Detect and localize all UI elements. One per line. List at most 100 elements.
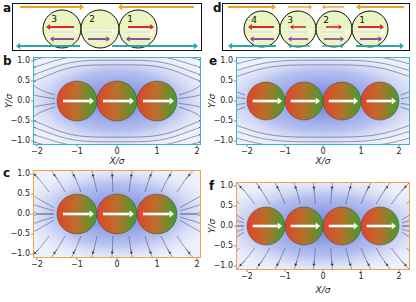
swim-arrow	[367, 223, 396, 230]
swim-arrow	[329, 98, 358, 105]
flow-field-plot	[17, 158, 217, 270]
swimmer-node: 3	[44, 11, 82, 49]
janus-sphere	[97, 81, 137, 121]
flow-arrow	[111, 249, 114, 254]
flow-arrow	[330, 261, 333, 266]
panel-letter: d	[213, 2, 222, 15]
janus-sphere	[137, 81, 177, 121]
flow-arrow	[276, 261, 279, 266]
flow-arrow	[34, 174, 39, 179]
force-arrow	[360, 36, 382, 42]
janus-sphere	[361, 82, 399, 120]
force-arrow	[118, 4, 194, 10]
tick-label: −1	[65, 147, 89, 157]
tick-label: −1.0	[0, 249, 30, 259]
swimmer-node: 1	[353, 12, 389, 48]
swimmer-disc	[352, 11, 388, 47]
tick-label: 0	[105, 260, 129, 270]
tick-label: −1.0	[203, 136, 233, 146]
tick-label: 1	[145, 260, 169, 270]
flow-arrow	[258, 261, 262, 266]
tick-label: 0	[105, 147, 129, 157]
flow-arrow	[294, 186, 297, 191]
panel-letter: c	[3, 167, 10, 180]
axis-ticks	[31, 61, 197, 147]
tick-label: 1	[349, 272, 373, 282]
flow-arrow	[92, 174, 95, 179]
tick-label: 0.5	[203, 201, 233, 211]
panel-frame: a321	[12, 3, 202, 51]
tick-label: 2	[387, 272, 411, 282]
flow-arrow	[168, 249, 171, 254]
tick-label: −0.5	[0, 229, 30, 239]
swimmer-node: 2	[317, 12, 353, 48]
flow-arrow	[294, 261, 297, 266]
force-arrow	[288, 44, 310, 49]
swim-arrow	[253, 223, 282, 230]
janus-sphere	[247, 82, 285, 120]
swimmer-disc	[244, 11, 280, 47]
tick-label: 2	[185, 260, 209, 270]
plot-frame: c	[33, 170, 201, 258]
flow-arrow	[240, 186, 245, 191]
panel-letter: f	[209, 180, 214, 193]
tick-label: 2	[185, 147, 209, 157]
tick-label: 1.0	[203, 56, 233, 66]
force-arrow	[288, 36, 308, 41]
plot-frame: f	[236, 182, 410, 270]
swim-arrow	[103, 211, 134, 218]
swimmer-number: 2	[323, 15, 329, 25]
flow-arrow	[34, 249, 39, 254]
tick-label: 1	[349, 147, 373, 157]
velocity-magnitude	[33, 170, 201, 258]
flow-arrow	[367, 261, 370, 266]
swimmer-number: 3	[287, 15, 293, 25]
force-arrow	[250, 36, 274, 42]
axis-title: X/σ	[316, 285, 331, 295]
flow-arrow	[402, 261, 407, 266]
tick-label: 0.0	[0, 209, 30, 219]
swimmer-number: 4	[251, 15, 257, 25]
flow-arrow	[149, 249, 152, 254]
swimmer-node: 1	[120, 11, 158, 49]
flow-arrow	[402, 186, 407, 191]
flow-arrow	[384, 261, 388, 266]
swim-arrow	[329, 223, 358, 230]
janus-sphere	[361, 207, 399, 245]
tick-label: 1.0	[0, 169, 30, 179]
flow-arrow	[186, 174, 190, 179]
janus-sphere	[57, 81, 97, 121]
schematic-panels	[16, 4, 404, 49]
tick-label: 0.5	[0, 189, 30, 199]
tick-label: 0	[311, 272, 335, 282]
swim-arrow	[63, 98, 94, 105]
swimmer-disc	[119, 10, 157, 48]
swimmer-number: 1	[127, 14, 133, 24]
tick-label: −1	[65, 260, 89, 270]
force-arrow	[324, 36, 344, 41]
janus-sphere	[323, 207, 361, 245]
axis-title: Y/σ	[207, 219, 217, 233]
swim-arrow	[367, 98, 396, 105]
tick-label: 0	[311, 147, 335, 157]
tick-label: 1.0	[203, 181, 233, 191]
janus-sphere	[97, 194, 137, 234]
swimmer-disc	[43, 10, 81, 48]
janus-sphere	[247, 207, 285, 245]
swimmer-disc	[280, 11, 316, 47]
tick-label: −0.5	[203, 116, 233, 126]
flow-arrow	[258, 186, 262, 191]
janus-sphere	[323, 82, 361, 120]
force-arrow	[228, 4, 276, 10]
swim-arrow	[143, 211, 174, 218]
force-arrow	[356, 43, 404, 49]
flow-arrow	[73, 174, 76, 179]
swimmer-disc	[81, 10, 119, 48]
axis-title: X/σ	[110, 156, 125, 166]
axis-ticks	[31, 174, 197, 260]
swim-arrow	[103, 98, 134, 105]
flow-arrow	[367, 186, 370, 191]
janus-sphere	[285, 82, 323, 120]
swim-arrow	[86, 29, 116, 36]
